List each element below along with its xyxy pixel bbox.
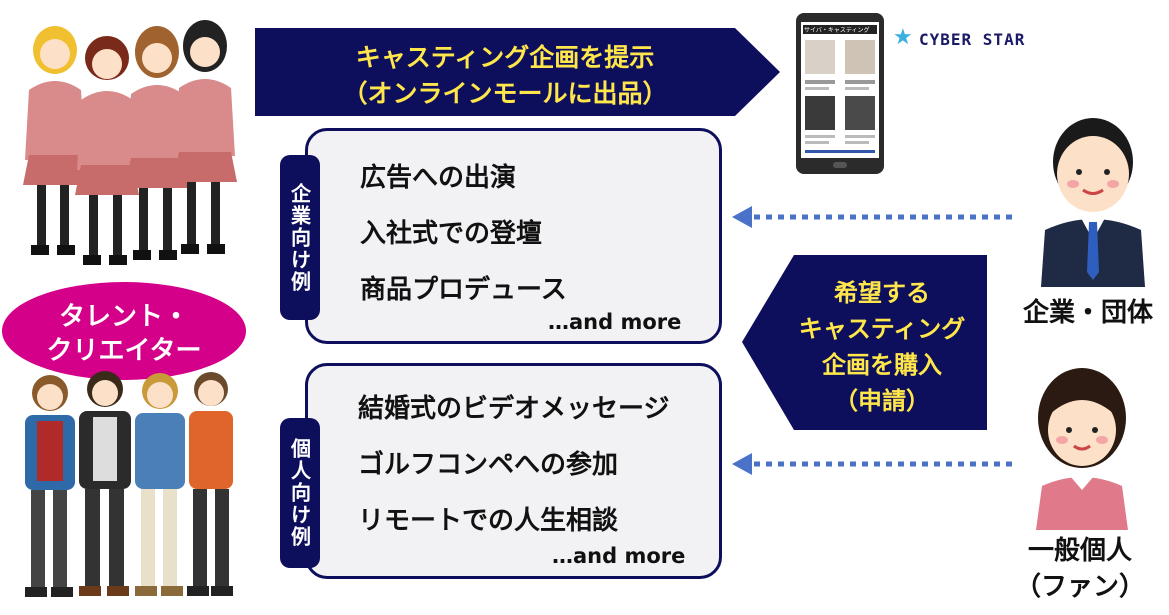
- talent-label-line2: クリエイター: [46, 336, 202, 366]
- brand-name: CYBER STAR: [919, 30, 1026, 49]
- corporate-examples-box: [305, 128, 722, 344]
- personal-examples-box: [305, 363, 722, 579]
- male-talent-illustration: [15, 365, 240, 610]
- personal-tab: 個人向け例: [280, 418, 320, 568]
- businessman-icon: [1033, 112, 1153, 287]
- talent-label-line1: タレント・: [58, 302, 189, 332]
- request-line2: キャスティング: [798, 315, 966, 343]
- phone-header-text: サイバ・キャスティング: [804, 27, 870, 34]
- request-line1: 希望する: [834, 279, 930, 307]
- corporate-item: 入社式での登壇: [360, 219, 543, 249]
- personal-item: 結婚式のビデオメッセージ: [358, 394, 670, 424]
- personal-item: リモートでの人生相談: [358, 506, 619, 536]
- star-icon: ★: [893, 25, 913, 50]
- request-line3: 企画を購入: [822, 351, 942, 379]
- personal-item: ゴルフコンペへの参加: [358, 450, 619, 480]
- offer-title: キャスティング企画を提示: [355, 43, 655, 72]
- purchase-request-arrow: 希望する キャスティング 企画を購入 （申請）: [742, 255, 987, 430]
- individual-fan-icon: [1022, 360, 1142, 530]
- offer-arrow-banner: キャスティング企画を提示 （オンラインモールに出品）: [255, 28, 780, 116]
- individual-label-line2: （ファン）: [1014, 572, 1145, 602]
- individual-label-line1: 一般個人: [1027, 536, 1132, 566]
- corporate-item: 商品プロデュース: [360, 275, 567, 305]
- talent-creator-label: タレント・ クリエイター: [0, 280, 248, 382]
- offer-subtitle: （オンラインモールに出品）: [342, 79, 668, 108]
- corporate-more: …and more: [548, 310, 682, 334]
- corporate-tab: 企業向け例: [280, 155, 320, 320]
- corporate-request-dotted-arrow: [732, 203, 1017, 231]
- request-line4: （申請）: [834, 387, 930, 415]
- smartphone-mockup: サイバ・キャスティング: [795, 12, 885, 175]
- corporate-item: 広告への出演: [360, 163, 517, 193]
- personal-more: …and more: [552, 544, 686, 568]
- individual-request-dotted-arrow: [732, 450, 1017, 478]
- female-talent-illustration: [15, 10, 240, 280]
- corporate-label: 企業・団体: [1022, 298, 1153, 328]
- cyber-star-logo: ★ CYBER STAR: [893, 25, 1033, 52]
